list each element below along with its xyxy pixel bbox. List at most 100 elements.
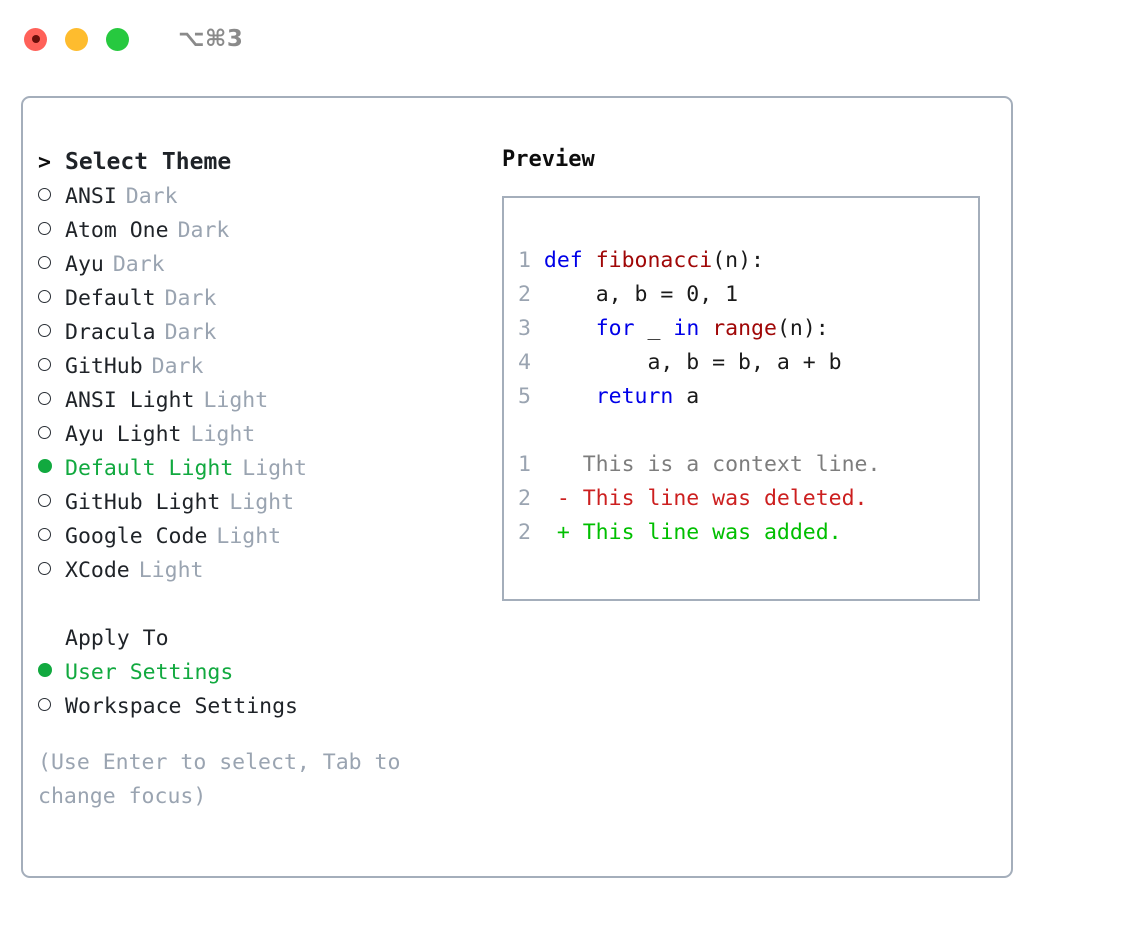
radio-dot — [38, 528, 51, 541]
code-token: a, b = 0, 1 — [595, 282, 739, 307]
diff-marker — [531, 452, 583, 477]
code-line: 2 a, b = 0, 1 — [518, 278, 978, 312]
radio-dot — [38, 459, 52, 473]
radio-empty-icon — [38, 350, 65, 384]
window-controls — [24, 27, 129, 51]
apply-to-header: Apply To — [38, 622, 493, 656]
radio-empty-icon — [38, 214, 65, 248]
close-button[interactable] — [24, 27, 47, 51]
theme-variant-tag: Light — [216, 524, 282, 549]
theme-name-label: Ayu Light — [65, 422, 182, 447]
code-gutter-gap — [531, 384, 596, 409]
radio-empty-icon — [38, 486, 65, 520]
diff-line: 1 This is a context line. — [518, 448, 978, 482]
radio-empty-icon — [38, 520, 65, 554]
code-token: (n): — [776, 316, 829, 341]
radio-dot — [38, 222, 51, 235]
code-gutter-gap — [531, 282, 596, 307]
diff-text: This is a context line. — [582, 452, 881, 477]
theme-picker-title: Select Theme — [65, 149, 232, 175]
code-diff-gap — [518, 414, 978, 448]
theme-name-label: ANSI — [65, 184, 117, 209]
radio-empty-icon — [38, 180, 65, 214]
code-line-number: 5 — [518, 384, 531, 409]
radio-dot — [38, 562, 51, 575]
prompt-caret-icon: > — [38, 150, 51, 175]
radio-dot — [38, 188, 51, 201]
theme-list-item[interactable]: ANSI Dark — [38, 180, 493, 214]
theme-variant-tag: Light — [138, 558, 204, 583]
radio-dot — [38, 426, 51, 439]
minimize-button[interactable] — [65, 27, 88, 51]
theme-variant-tag: Dark — [125, 184, 178, 209]
code-line-number: 4 — [518, 350, 531, 375]
code-gutter-gap — [531, 248, 544, 273]
preview-title: Preview — [502, 147, 595, 172]
apply-to-item[interactable]: User Settings — [38, 656, 493, 690]
code-token — [583, 248, 596, 273]
diff-marker: + — [530, 520, 583, 545]
theme-name-label: Dracula — [65, 320, 156, 345]
apply-to-item[interactable]: Workspace Settings — [38, 690, 493, 724]
apply-to-title: Apply To — [65, 626, 169, 651]
diff-line: 2 - This line was deleted. — [518, 482, 978, 516]
diff-line-number: 2 — [518, 486, 531, 511]
code-line: 4 a, b = b, a + b — [518, 346, 978, 380]
diff-line: 2 + This line was added. — [518, 516, 978, 550]
code-token: range — [712, 316, 777, 341]
radio-dot — [38, 256, 51, 269]
radio-selected-icon — [38, 452, 65, 486]
theme-variant-tag: Dark — [177, 218, 230, 243]
apply-to-label: User Settings — [65, 660, 234, 685]
code-token: def — [543, 248, 583, 273]
theme-name-label: GitHub — [65, 354, 143, 379]
code-token: _ — [634, 316, 674, 341]
theme-name-label: Default — [65, 286, 156, 311]
theme-variant-tag: Light — [203, 388, 269, 413]
theme-name-label: Atom One — [65, 218, 169, 243]
theme-name-label: XCode — [65, 558, 130, 583]
diff-line-number: 2 — [518, 520, 531, 545]
theme-name-label: Ayu — [65, 252, 104, 277]
code-token: a, b = b, a + b — [647, 350, 842, 375]
diff-text: This line was deleted. — [582, 486, 868, 511]
code-line: 5 return a — [518, 380, 978, 414]
radio-empty-icon — [38, 690, 65, 724]
radio-dot — [38, 663, 52, 677]
radio-empty-icon — [38, 554, 65, 588]
theme-list-item[interactable]: XCode Light — [38, 554, 493, 588]
diff-line-number: 1 — [518, 452, 531, 477]
title-bar: ⌥⌘3 — [0, 0, 1140, 78]
radio-dot — [38, 494, 51, 507]
code-token: (n): — [712, 248, 764, 273]
list-gap — [38, 588, 493, 622]
keyboard-hint: (Use Enter to select, Tab to change focu… — [38, 750, 414, 809]
radio-empty-icon — [38, 418, 65, 452]
theme-name-label: GitHub Light — [65, 490, 221, 515]
maximize-button[interactable] — [106, 27, 129, 51]
code-token: for — [595, 316, 635, 341]
diff-sample: 1 This is a context line.2 - This line w… — [518, 448, 978, 550]
code-line: 1 def fibonacci(n): — [518, 244, 978, 278]
code-token: a — [673, 384, 700, 409]
radio-dot — [38, 358, 51, 371]
radio-selected-icon — [38, 656, 65, 690]
theme-list-item[interactable]: Atom One Dark — [38, 214, 493, 248]
code-line: 3 for _ in range(n): — [518, 312, 978, 346]
